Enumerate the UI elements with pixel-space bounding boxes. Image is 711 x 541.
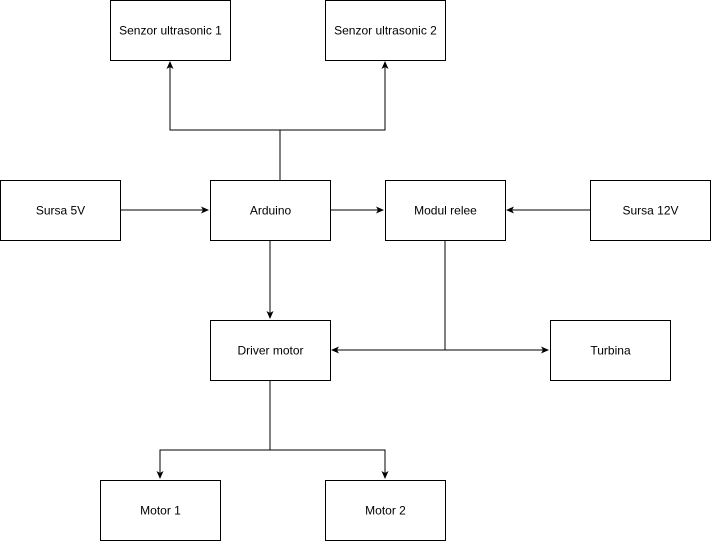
edge-arduino-to-senzor-1 [166, 61, 281, 180]
node-label: Driver motor [237, 344, 303, 358]
edge-driver-motor-to-motor-1 [156, 380, 271, 479]
node-label: Arduino [250, 204, 292, 218]
node-label: Senzor ultrasonic 2 [334, 24, 437, 38]
node-turbina: Turbina [550, 320, 671, 381]
node-label: Modul relee [414, 204, 477, 218]
connectors [120, 61, 590, 479]
node-motor-1: Motor 1 [100, 480, 221, 541]
node-motor-2: Motor 2 [325, 480, 446, 541]
node-label: Senzor ultrasonic 1 [119, 24, 222, 38]
node-label: Motor 1 [140, 504, 181, 518]
node-sursa-5v: Sursa 5V [0, 180, 121, 241]
node-modul-relee: Modul relee [385, 180, 506, 241]
edge-driver-motor-to-motor-2 [270, 449, 389, 479]
node-senzor-ultrasonic-2: Senzor ultrasonic 2 [325, 0, 446, 61]
node-label: Sursa 12V [622, 204, 678, 218]
node-senzor-ultrasonic-1: Senzor ultrasonic 1 [110, 0, 231, 61]
edge-arduino-to-senzor-2 [280, 61, 389, 131]
node-arduino: Arduino [210, 180, 331, 241]
node-driver-motor: Driver motor [210, 320, 331, 381]
node-label: Turbina [590, 344, 631, 358]
node-label: Sursa 5V [36, 204, 85, 218]
node-label: Motor 2 [365, 504, 406, 518]
node-sursa-12v: Sursa 12V [590, 180, 711, 241]
